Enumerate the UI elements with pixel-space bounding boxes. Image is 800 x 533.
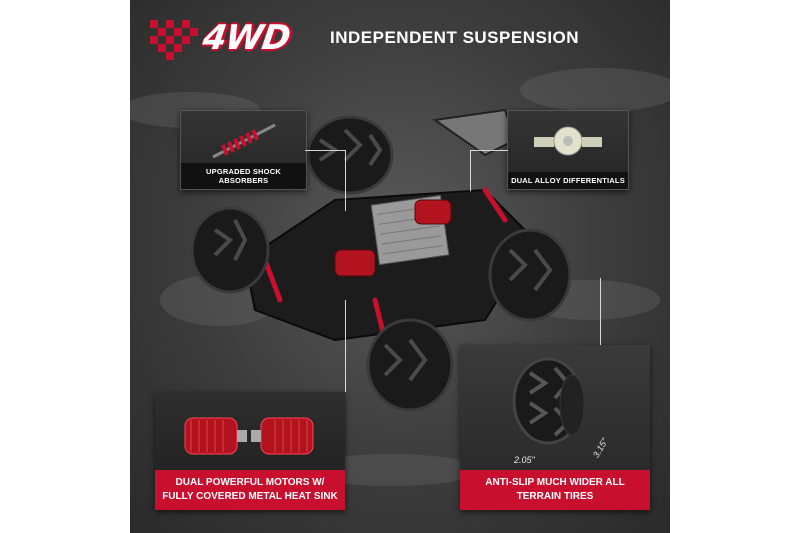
feature-motors-line1: DUAL POWERFUL MOTORS W/ <box>175 477 325 488</box>
checkered-flag-icon <box>150 20 198 60</box>
connector-motors <box>345 300 347 392</box>
tire-width-label: 2.05" <box>514 455 535 465</box>
feature-motors-label: DUAL POWERFUL MOTORS W/ FULLY COVERED ME… <box>155 470 345 510</box>
connector-shock <box>305 150 346 211</box>
header: 4WD INDEPENDENT SUSPENSION <box>130 14 670 64</box>
feature-tires-line2: TERRAIN TIRES <box>516 491 594 502</box>
connector-diff <box>470 150 508 191</box>
differential-icon <box>534 126 602 156</box>
feature-tires-line1: ANTI-SLIP MUCH WIDER ALL <box>485 477 625 488</box>
feature-diff-label: DUAL ALLOY DIFFERENTIALS <box>508 172 628 189</box>
feature-diff-panel: DUAL ALLOY DIFFERENTIALS <box>507 110 629 190</box>
feature-motors-panel: DUAL POWERFUL MOTORS W/ FULLY COVERED ME… <box>155 392 345 510</box>
tire-icon <box>512 357 585 445</box>
feature-tires-panel: 2.05" 3.15" ANTI-SLIP MUCH WIDER ALL TER… <box>460 345 650 510</box>
shock-absorber-icon <box>212 123 276 159</box>
feature-shock-panel: UPGRADED SHOCK ABSORBERS <box>180 110 307 190</box>
product-image: 4WD INDEPENDENT SUSPENSION <box>130 0 670 533</box>
connector-tires <box>600 278 602 345</box>
motor-icon <box>184 417 314 455</box>
feature-shock-label: UPGRADED SHOCK ABSORBERS <box>181 163 306 189</box>
feature-tires-label: ANTI-SLIP MUCH WIDER ALL TERRAIN TIRES <box>460 470 650 510</box>
feature-motors-line2: FULLY COVERED METAL HEAT SINK <box>162 491 338 502</box>
rc-truck-chassis <box>190 108 572 412</box>
4wd-badge: 4WD <box>200 18 293 58</box>
page-title: INDEPENDENT SUSPENSION <box>330 28 580 47</box>
